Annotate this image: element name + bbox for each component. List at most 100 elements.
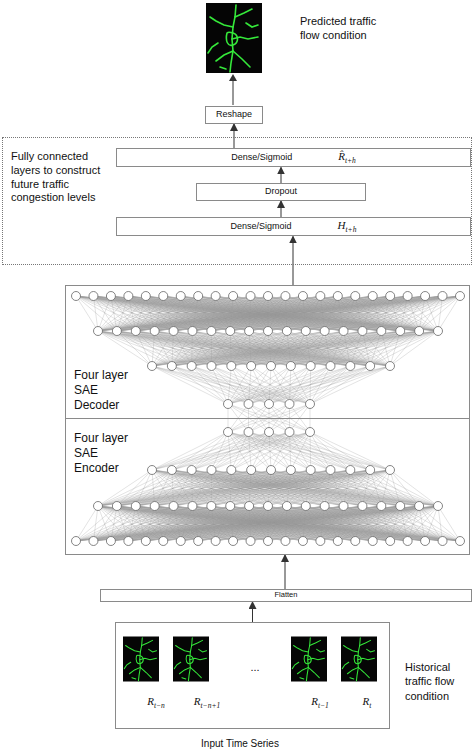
flow-arrow (281, 201, 282, 217)
neuron (396, 327, 405, 336)
neuron (285, 400, 294, 409)
neuron (72, 537, 81, 546)
neuron (167, 466, 176, 475)
neuron (211, 292, 220, 301)
neuron (377, 327, 386, 336)
arrow-head (229, 74, 237, 81)
neuron (366, 466, 375, 475)
decoder-box: Four layer SAE Decoder (65, 285, 470, 419)
neuron (415, 327, 424, 336)
neuron (148, 362, 157, 371)
neuron (421, 537, 430, 546)
neuron (246, 537, 255, 546)
caption-label: Predicted traffic flow condition (300, 14, 386, 43)
neuron (194, 537, 203, 546)
flatten-box: Flatten (100, 589, 472, 602)
neuron (141, 292, 150, 301)
neuron (377, 502, 386, 511)
neuron (124, 537, 133, 546)
neuron (207, 466, 216, 475)
neuron (167, 362, 176, 371)
caption-label: Historical traffic flow condition (405, 660, 471, 703)
neuron (286, 466, 295, 475)
dense-region: Fully connected layers to construct futu… (2, 137, 472, 265)
neuron (148, 466, 157, 475)
node-text: Four layer SAE Encoder (74, 431, 140, 476)
dense-box: Dense/SigmoidR̂t+h (116, 148, 471, 167)
neuron (351, 537, 360, 546)
neuron (229, 537, 238, 546)
neuron (264, 327, 273, 336)
neuron (386, 466, 395, 475)
flow-arrow (285, 555, 286, 589)
neuron (434, 502, 443, 511)
neuron (124, 292, 133, 301)
neuron (386, 362, 395, 371)
neuron (224, 428, 233, 437)
neuron (224, 400, 233, 409)
neuron (358, 327, 367, 336)
neuron (368, 292, 377, 301)
neuron (194, 292, 203, 301)
neuron (396, 502, 405, 511)
neuron (267, 466, 276, 475)
neuron (415, 502, 424, 511)
neuron (282, 327, 291, 336)
dropout-box: Dropout (196, 183, 366, 201)
neuron (339, 327, 348, 336)
neuron (316, 537, 325, 546)
input-map (173, 637, 209, 682)
neuron (226, 327, 235, 336)
neuron (298, 292, 307, 301)
neuron (285, 428, 294, 437)
neuron (188, 502, 197, 511)
neuron (386, 292, 395, 301)
node-text: Ht+h (338, 219, 357, 234)
node-text: Flatten (275, 591, 298, 599)
neuron (351, 292, 360, 301)
input-map (123, 637, 159, 682)
caption-label: Input Time Series (150, 737, 330, 750)
node-text: Rt−1 (300, 695, 340, 711)
flow-arrow (234, 124, 235, 148)
flow-arrow (252, 602, 253, 622)
neuron (211, 537, 220, 546)
node-text: Fully connected layers to construct futu… (11, 150, 113, 205)
neuron (247, 466, 256, 475)
neuron (306, 428, 315, 437)
neuron (306, 362, 315, 371)
neuron (403, 292, 412, 301)
neuron (112, 502, 121, 511)
neuron (298, 537, 307, 546)
neuron (112, 327, 121, 336)
neuron (141, 537, 150, 546)
input-box: Rt−nRt−n+1...Rt−1Rt (115, 622, 390, 729)
neuron (346, 362, 355, 371)
neuron (159, 537, 168, 546)
predicted-map (206, 3, 262, 73)
neuron (264, 292, 273, 301)
neuron (244, 428, 253, 437)
neuron (187, 466, 196, 475)
dense-box: Dense/SigmoidHt+h (116, 217, 471, 236)
neuron (106, 537, 115, 546)
encoder-box: Four layer SAE Encoder (65, 418, 470, 555)
neuron (403, 537, 412, 546)
neuron (89, 537, 98, 546)
neuron (245, 327, 254, 336)
neuron (333, 292, 342, 301)
neuron (72, 292, 81, 301)
node-text: Reshape (216, 110, 252, 120)
neuron (282, 502, 291, 511)
input-map (291, 637, 327, 682)
neuron (286, 362, 295, 371)
neuron (188, 327, 197, 336)
neuron (306, 400, 315, 409)
neuron (456, 292, 465, 301)
neuron (386, 537, 395, 546)
neuron (326, 362, 335, 371)
neuron (346, 466, 355, 475)
neuron (229, 292, 238, 301)
neuron (421, 292, 430, 301)
neuron (316, 292, 325, 301)
